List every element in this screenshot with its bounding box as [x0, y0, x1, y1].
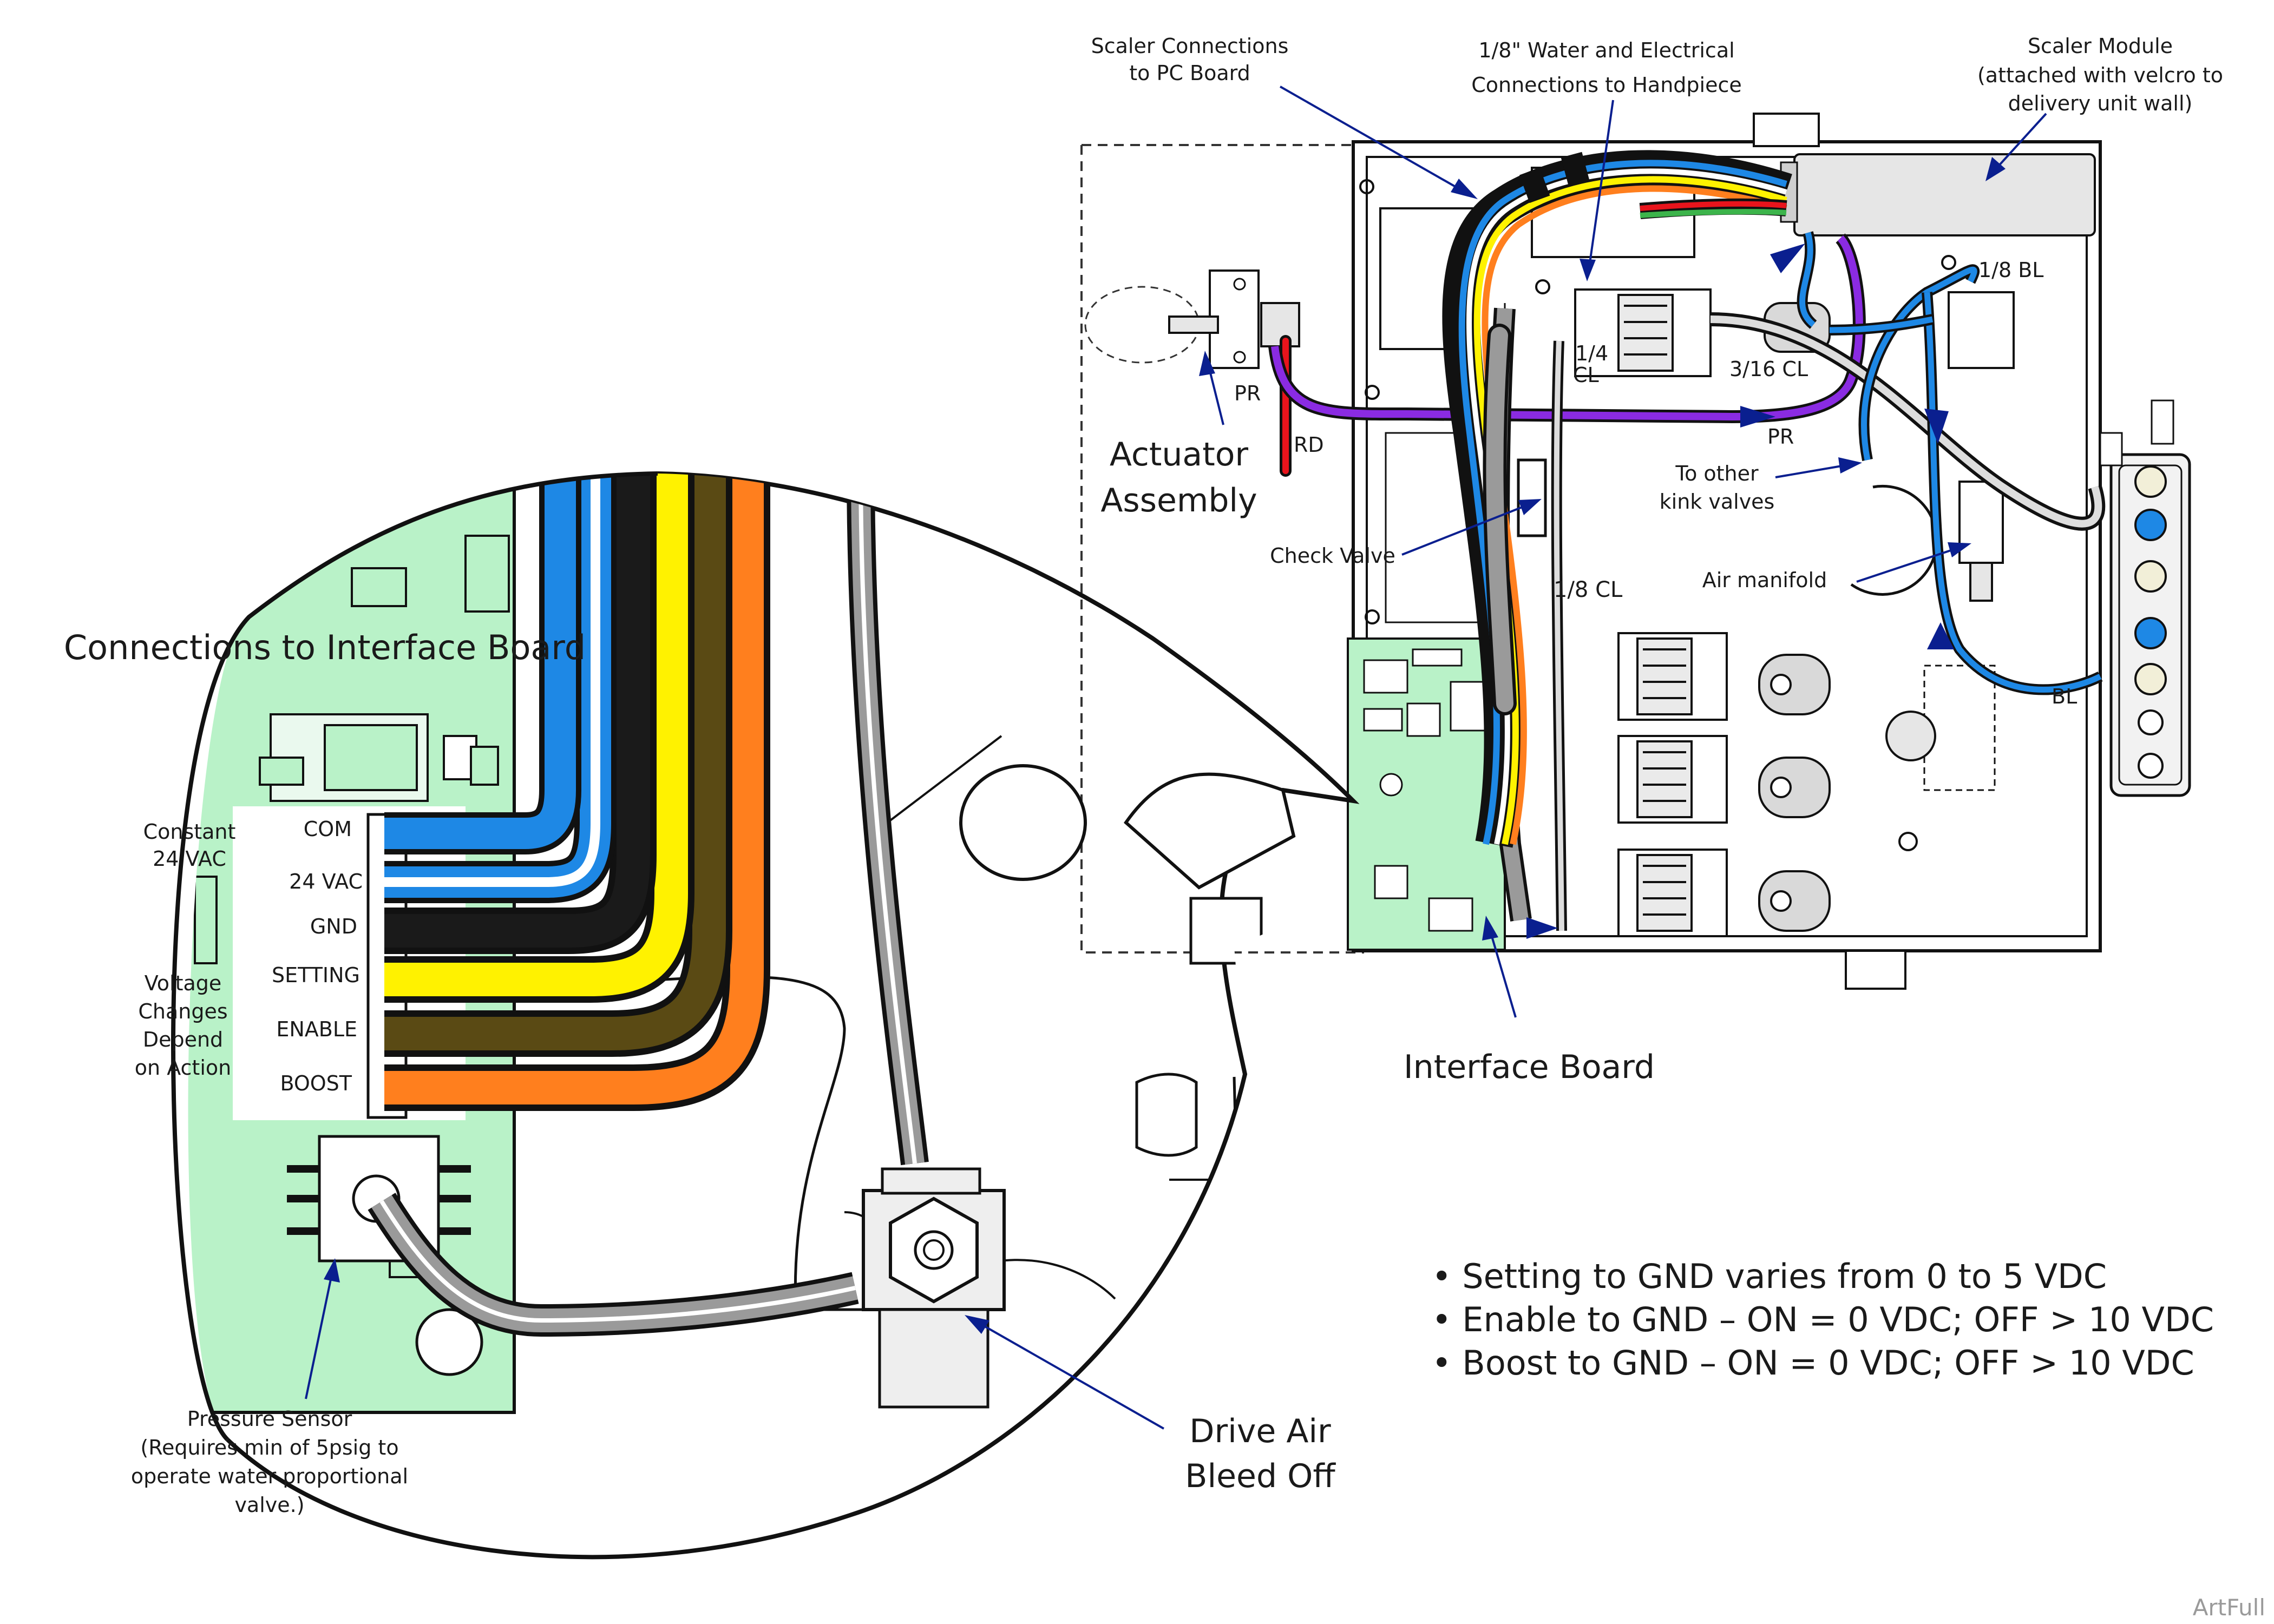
kink-valve-row-2: [1617, 632, 1831, 721]
pin-enable-label: ENABLE: [276, 1017, 357, 1041]
sixteenth-cl-label: 3/16 CL: [1729, 357, 1808, 381]
constant-label-1: Constant: [143, 820, 236, 844]
voltage-label-4: on Action: [135, 1056, 231, 1080]
actuator-assembly: [1168, 269, 1300, 369]
leader-arrows: [305, 86, 2047, 1430]
drive-air-label-1: Drive Air: [1189, 1412, 1331, 1450]
pressure-sensor-label-3: operate water proportional: [131, 1464, 408, 1488]
labels: Scaler Connections to PC Board 1/8" Wate…: [64, 34, 2265, 1621]
air-manifold-label: Air manifold: [1702, 568, 1827, 592]
pin-24vac-label: 24 VAC: [289, 870, 363, 893]
quarter-label: 1/4: [1575, 341, 1608, 365]
water-electrical-label-1: 1/8" Water and Electrical: [1478, 38, 1734, 62]
water-electrical-label-2: Connections to Handpiece: [1471, 73, 1742, 97]
pressure-sensor-label-4: valve.): [234, 1493, 304, 1517]
scaler-connections-label-2: to PC Board: [1129, 61, 1250, 85]
connections-title: Connections to Interface Board: [64, 628, 586, 667]
kink-valve-row-1: [1574, 288, 1831, 377]
interface-board-label: Interface Board: [1404, 1048, 1655, 1086]
pr-left-label: PR: [1234, 382, 1261, 405]
note-enable: • Enable to GND – ON = 0 VDC; OFF > 10 V…: [1432, 1300, 2214, 1339]
control-panel-strip: [2099, 399, 2191, 797]
rd-label: RD: [1294, 433, 1324, 457]
kink-valve-row-4: [1617, 849, 1831, 937]
scaler-connections-label-1: Scaler Connections: [1091, 34, 1289, 58]
pin-gnd-label: GND: [310, 915, 357, 938]
watermark: ArtFull: [2193, 1594, 2265, 1621]
pin-setting-label: SETTING: [272, 963, 360, 987]
interface-board-small: [1347, 637, 1506, 951]
eighth-cl-label: 1/8 CL: [1554, 577, 1623, 602]
scaler-module-label-1: Scaler Module: [2028, 34, 2173, 58]
scaler-module-label-2: (attached with velcro to: [1977, 63, 2223, 87]
magnified-view: [171, 471, 1360, 1560]
voltage-label-3: Depend: [143, 1028, 223, 1051]
wire-harness-cabinet: [1442, 150, 1792, 848]
cl-label: CL: [1573, 363, 1599, 387]
note-boost: • Boost to GND – ON = 0 VDC; OFF > 10 VD…: [1432, 1343, 2194, 1383]
actuator-label-1: Actuator: [1110, 436, 1249, 474]
pressure-sensor-label-1: Pressure Sensor: [187, 1407, 352, 1431]
air-manifold: [1885, 291, 2015, 851]
kink-valve-row-3: [1617, 735, 1831, 824]
actuator-label-2: Assembly: [1100, 482, 1257, 520]
drive-air-label-2: Bleed Off: [1185, 1457, 1336, 1495]
check-valve-label: Check Valve: [1270, 544, 1395, 568]
note-setting: • Setting to GND varies from 0 to 5 VDC: [1432, 1257, 2107, 1296]
to-other-label-2: kink valves: [1660, 490, 1775, 514]
pin-boost-label: BOOST: [280, 1071, 352, 1095]
scaler-module-label-3: delivery unit wall): [2008, 91, 2193, 115]
to-other-label-1: To other: [1675, 462, 1759, 485]
interface-wires: [384, 474, 770, 1111]
bl-right-label: BL: [2052, 685, 2077, 708]
bl-top-label: 1/8 BL: [1978, 258, 2043, 282]
voltage-label-2: Changes: [138, 1000, 227, 1023]
pr-right-label: PR: [1767, 425, 1794, 449]
pressure-sensor-label-2: (Requires min of 5psig to: [140, 1436, 398, 1459]
pin-com-label: COM: [304, 817, 352, 841]
voltage-label-1: Voltage: [145, 971, 222, 995]
scaler-module: [1780, 153, 2096, 236]
constant-label-2: 24 VAC: [153, 847, 226, 871]
